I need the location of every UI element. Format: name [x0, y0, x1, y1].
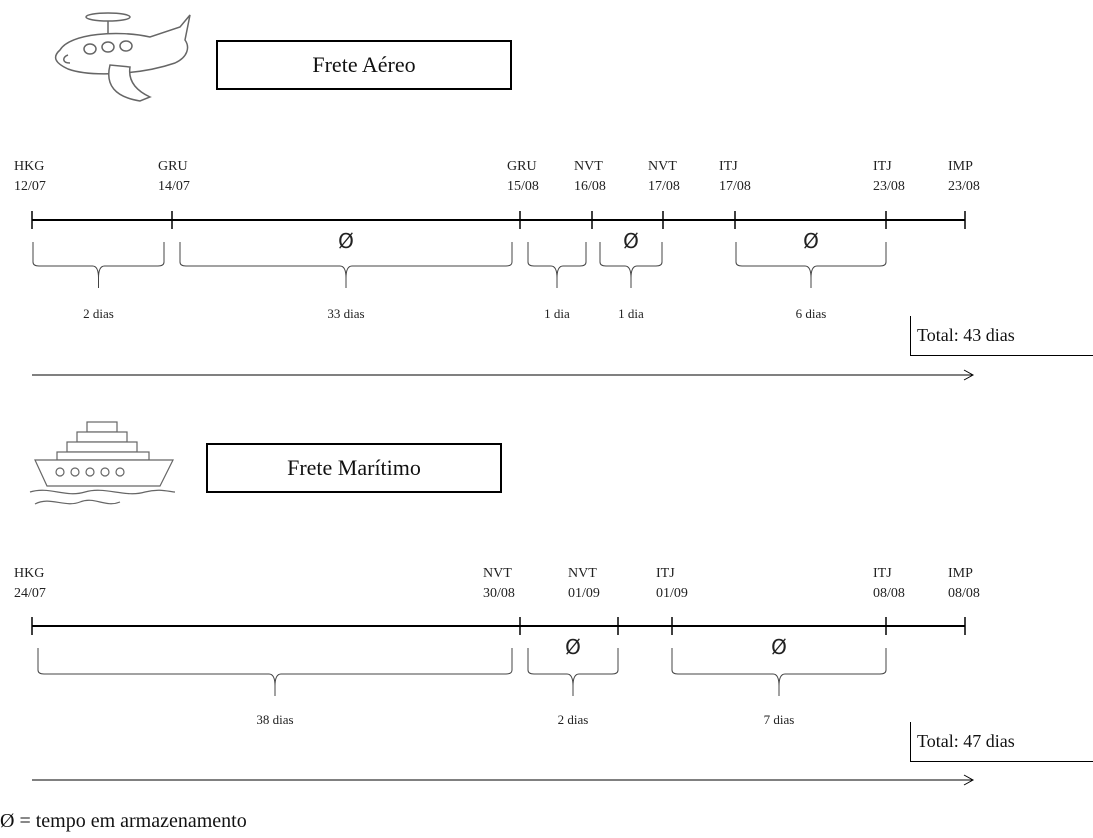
legend-text: Ø = tempo em armazenamento	[0, 810, 247, 832]
air-stop-code-2: GRU	[507, 159, 537, 174]
sea-stop-code-0: HKG	[14, 566, 44, 581]
air-duration-2: 1 dia	[544, 306, 570, 321]
air-stop-code-3: NVT	[574, 159, 603, 174]
sea-stop-code-4: ITJ	[873, 566, 892, 581]
air-stop-date-1: 14/07	[158, 179, 190, 194]
air-stop-date-3: 16/08	[574, 179, 606, 194]
sea-stop-code-2: NVT	[568, 566, 597, 581]
sea-duration-1: 2 dias	[558, 712, 589, 727]
airplane-icon	[54, 12, 191, 102]
sea-stop-date-3: 01/09	[656, 586, 688, 601]
sea-stop-code-1: NVT	[483, 566, 512, 581]
air-stop-code-6: ITJ	[873, 159, 892, 174]
air-duration-1: 33 dias	[327, 306, 364, 321]
sea-stop-date-1: 30/08	[483, 586, 515, 601]
sea-duration-0: 38 dias	[256, 712, 293, 727]
air-storage-symbol-3: Ø	[623, 229, 639, 253]
sea-freight-title: Frete Marítimo	[206, 443, 502, 493]
air-brace-2	[527, 242, 587, 279]
sea-total-label: Total: 47 dias	[910, 722, 1093, 762]
sea-time-arrowhead	[963, 774, 975, 786]
air-duration-4: 6 dias	[796, 306, 827, 321]
air-stop-code-5: ITJ	[719, 159, 738, 174]
sea-stop-date-5: 08/08	[948, 586, 980, 601]
air-freight-title: Frete Aéreo	[216, 40, 512, 90]
sea-stop-code-5: IMP	[948, 566, 973, 581]
sea-brace-0	[37, 648, 513, 687]
sea-stop-date-4: 08/08	[873, 586, 905, 601]
ship-icon	[29, 421, 176, 505]
sea-storage-symbol-2: Ø	[771, 635, 787, 659]
air-storage-symbol-4: Ø	[803, 229, 819, 253]
air-duration-0: 2 dias	[83, 306, 114, 321]
sea-stop-code-3: ITJ	[656, 566, 675, 581]
air-stop-date-7: 23/08	[948, 179, 980, 194]
air-total-label: Total: 43 dias	[910, 316, 1093, 356]
air-stop-date-2: 15/08	[507, 179, 539, 194]
air-stop-date-5: 17/08	[719, 179, 751, 194]
sea-duration-2: 7 dias	[764, 712, 795, 727]
air-stop-code-0: HKG	[14, 159, 44, 174]
sea-stop-date-2: 01/09	[568, 586, 600, 601]
sea-storage-symbol-1: Ø	[565, 635, 581, 659]
air-stop-code-1: GRU	[158, 159, 188, 174]
air-duration-3: 1 dia	[618, 306, 644, 321]
sea-stop-date-0: 24/07	[14, 586, 46, 601]
air-brace-0	[32, 242, 165, 279]
air-stop-code-4: NVT	[648, 159, 677, 174]
air-stop-code-7: IMP	[948, 159, 973, 174]
air-stop-date-6: 23/08	[873, 179, 905, 194]
air-stop-date-0: 12/07	[14, 179, 46, 194]
air-time-arrowhead	[963, 369, 975, 381]
air-storage-symbol-1: Ø	[338, 229, 354, 253]
air-stop-date-4: 17/08	[648, 179, 680, 194]
